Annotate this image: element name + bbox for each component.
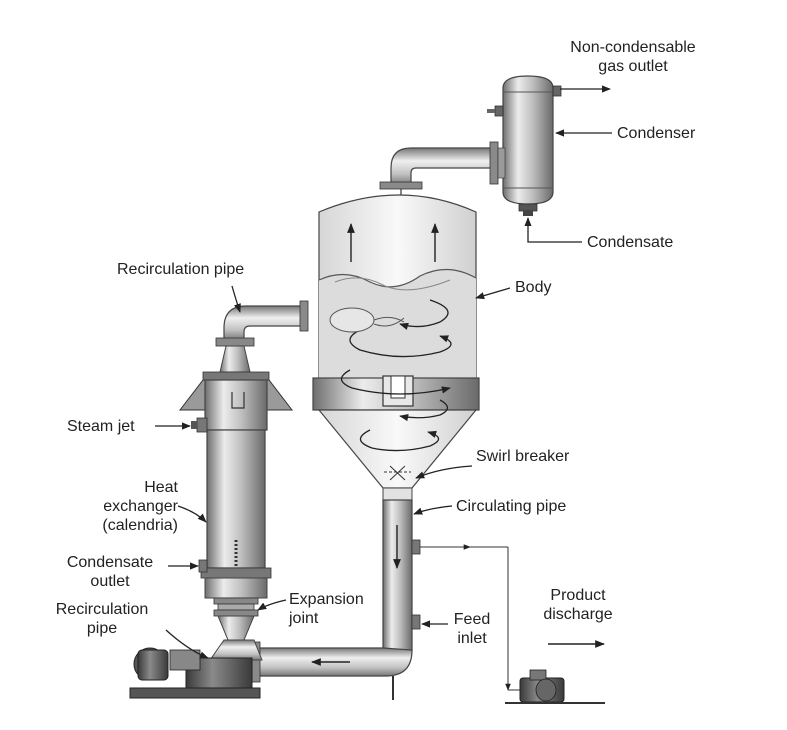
product-pump — [505, 669, 605, 704]
expansion-joint-label-line1: Expansion — [289, 591, 364, 608]
product-line — [420, 544, 605, 691]
condensate-outlet-label-line1: Condensate — [66, 554, 154, 571]
circulating-pipe — [251, 499, 421, 700]
condensate-label: Condensate — [587, 234, 674, 251]
recirculation-pump — [129, 639, 263, 699]
heat-exchanger-label-line2: exchanger — [103, 498, 178, 515]
evaporator-body — [312, 194, 480, 501]
feed-inlet-label: Feed inlet — [447, 610, 497, 648]
heat-exchanger-label-line1: Heat — [144, 479, 178, 496]
vapour-pipe — [379, 141, 506, 205]
body-label: Body — [515, 279, 552, 296]
swirl-breaker-label: Swirl breaker — [476, 448, 570, 465]
steam-jet-label: Steam jet — [67, 418, 135, 435]
product-discharge-label-line2: discharge — [543, 606, 613, 623]
product-discharge-label: Product discharge — [528, 586, 628, 624]
feed-inlet-label-line1: Feed — [453, 611, 491, 628]
condenser — [487, 75, 562, 216]
condensate-outlet-label: Condensate outlet — [52, 553, 168, 591]
leader-lines — [155, 85, 612, 659]
circulating-pipe-label: Circulating pipe — [456, 498, 567, 515]
feed-inlet-label-line2: inlet — [457, 630, 487, 647]
recirculation-pipe-bottom-label: Recirculation pipe — [40, 600, 164, 638]
heat-exchanger-label-line3: (calendria) — [102, 517, 178, 534]
expansion-joint-label-line2: joint — [289, 610, 319, 627]
product-discharge-label-line1: Product — [550, 587, 606, 604]
noncondensable-label: Non-condensable gas outlet — [553, 38, 713, 76]
expansion-joint-label: Expansion joint — [289, 590, 364, 628]
condensate-outlet-label-line2: outlet — [90, 573, 130, 590]
recirculation-pipe-bottom-label-line1: Recirculation — [55, 601, 149, 618]
noncondensable-label-line2: gas outlet — [598, 58, 668, 75]
recirculation-pipe-top-label: Recirculation pipe — [117, 261, 245, 278]
noncondensable-label-line1: Non-condensable — [570, 39, 696, 56]
heat-exchanger-label: Heat exchanger (calendria) — [72, 478, 178, 535]
condenser-label: Condenser — [617, 125, 696, 142]
recirculation-pipe-bottom-label-line2: pipe — [86, 620, 118, 637]
